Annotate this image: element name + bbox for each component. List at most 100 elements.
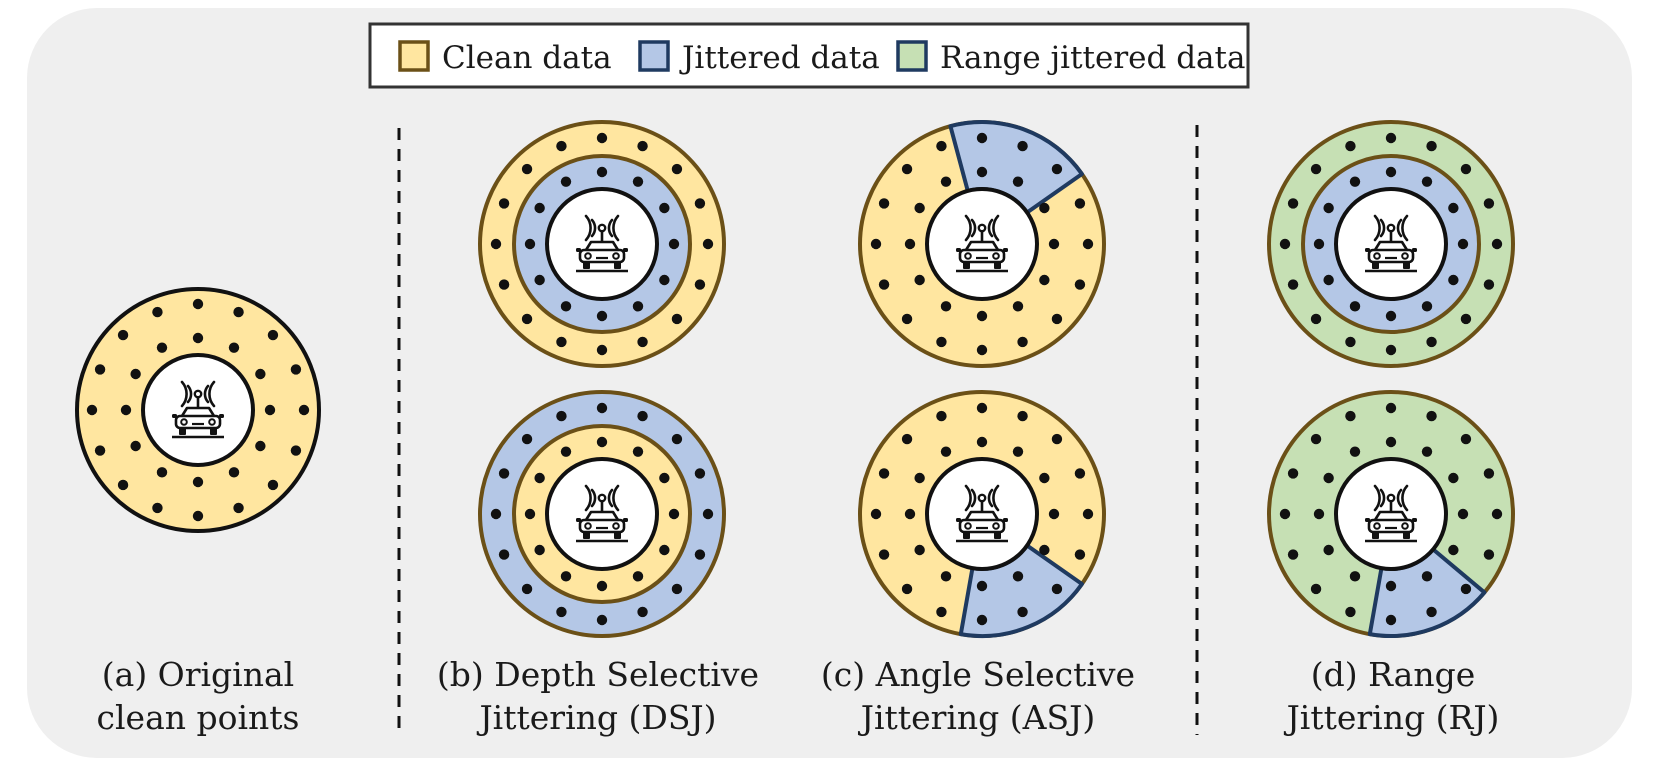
outer-ring-point <box>1074 468 1086 479</box>
outer-ring-point <box>1426 410 1437 422</box>
inner-ring-point <box>1385 436 1397 448</box>
legend-item-range-jittered: Range jittered data <box>896 40 1245 76</box>
outer-ring-point <box>556 336 567 348</box>
caption-b: (b) Depth Selective Jittering (DSJ) <box>437 655 759 737</box>
outer-ring-point <box>936 140 947 152</box>
inner-ring-point <box>192 332 204 344</box>
outer-ring-point <box>290 364 302 375</box>
inner-ring-point <box>1349 446 1361 457</box>
outer-ring-point <box>694 549 706 560</box>
outer-ring-point <box>1483 279 1495 290</box>
inner-ring-point <box>1313 508 1325 520</box>
outer-ring-point <box>94 364 106 375</box>
legend: Clean data Jittered data Range jittered … <box>368 22 1250 89</box>
outer-ring-point <box>878 549 890 560</box>
outer-ring-point <box>498 279 510 290</box>
caption-c-line1: (c) Angle Selective <box>821 655 1135 694</box>
outer-ring-point <box>901 163 913 175</box>
inner-ring-point <box>1012 571 1024 582</box>
inner-ring-point <box>632 571 644 582</box>
outer-ring-point <box>1279 508 1291 520</box>
caption-b-line1: (b) Depth Selective <box>437 655 759 694</box>
outer-ring-point <box>1287 468 1299 479</box>
outer-ring-point <box>1310 163 1322 175</box>
inner-ring-point <box>914 202 925 214</box>
outer-ring-point <box>94 445 106 456</box>
outer-ring-point <box>1310 313 1322 325</box>
outer-ring-point <box>298 404 310 416</box>
outer-ring-point <box>596 344 608 356</box>
inner-ring-point <box>904 238 916 250</box>
caption-a-line2: clean points <box>97 698 300 737</box>
outer-ring-point <box>878 198 890 209</box>
inner-ring-point <box>659 274 670 286</box>
outer-ring-point <box>976 402 988 414</box>
caption-b-line2: Jittering (DSJ) <box>476 698 716 737</box>
outer-ring-point <box>498 549 510 560</box>
inner-ring-point <box>1012 176 1024 187</box>
diagram-c-asj-top <box>858 120 1106 368</box>
outer-ring-point <box>976 614 988 626</box>
inner-ring-point <box>560 176 572 187</box>
inner-ring-point <box>940 571 952 582</box>
inner-ring-point <box>1323 472 1334 484</box>
outer-ring-point <box>976 132 988 144</box>
outer-ring-point <box>498 198 510 209</box>
inner-ring-point <box>130 440 141 452</box>
outer-ring-point <box>878 279 890 290</box>
inner-ring-point <box>534 202 545 214</box>
inner-ring-point <box>632 446 644 457</box>
inner-ring-point <box>976 580 988 592</box>
inner-ring-point <box>668 508 680 520</box>
inner-ring-point <box>596 580 608 592</box>
outer-ring-point <box>1074 549 1086 560</box>
outer-ring-point <box>1491 508 1503 520</box>
outer-ring-point <box>694 279 706 290</box>
inner-ring-point <box>120 404 132 416</box>
inner-ring-point <box>1039 544 1050 556</box>
inner-ring-point <box>632 176 644 187</box>
sensor-center <box>1334 457 1448 571</box>
inner-ring-point <box>1457 238 1469 250</box>
inner-ring-point <box>1385 580 1397 592</box>
outer-ring-point <box>556 140 567 152</box>
diagram-d-rj-top <box>1267 120 1515 368</box>
outer-ring-point <box>596 614 608 626</box>
sensor-center <box>545 457 659 571</box>
sensor-center <box>141 353 255 467</box>
outer-ring-point <box>976 344 988 356</box>
legend-swatch-clean <box>398 40 430 72</box>
inner-ring-point <box>560 571 572 582</box>
diagram-c-asj-bottom <box>858 390 1106 638</box>
inner-ring-point <box>1313 238 1325 250</box>
outer-ring-point <box>637 606 648 618</box>
outer-ring-point <box>233 502 244 514</box>
inner-ring-point <box>668 238 680 250</box>
outer-ring-point <box>556 410 567 422</box>
inner-ring-point <box>524 508 536 520</box>
outer-ring-point <box>694 198 706 209</box>
outer-ring-point <box>936 336 947 348</box>
inner-ring-point <box>1421 446 1433 457</box>
inner-ring-point <box>255 440 266 452</box>
caption-d-line2: Jittering (RJ) <box>1284 698 1500 737</box>
outer-ring-point <box>1051 583 1063 595</box>
inner-ring-point <box>156 342 168 353</box>
outer-ring-point <box>671 313 683 325</box>
inner-ring-point <box>1323 544 1334 556</box>
inner-ring-point <box>1048 508 1060 520</box>
outer-ring-point <box>878 468 890 479</box>
inner-ring-point <box>940 301 952 312</box>
outer-ring-point <box>521 583 533 595</box>
outer-ring-point <box>1483 468 1495 479</box>
outer-ring-point <box>290 445 302 456</box>
legend-label-range-jittered: Range jittered data <box>940 40 1245 76</box>
legend-box <box>368 22 1250 89</box>
outer-ring-point <box>671 583 683 595</box>
inner-ring-point <box>1421 571 1433 582</box>
outer-ring-point <box>694 468 706 479</box>
outer-ring-point <box>1426 140 1437 152</box>
caption-a: (a) Original clean points <box>97 655 300 737</box>
outer-ring-point <box>1460 163 1472 175</box>
